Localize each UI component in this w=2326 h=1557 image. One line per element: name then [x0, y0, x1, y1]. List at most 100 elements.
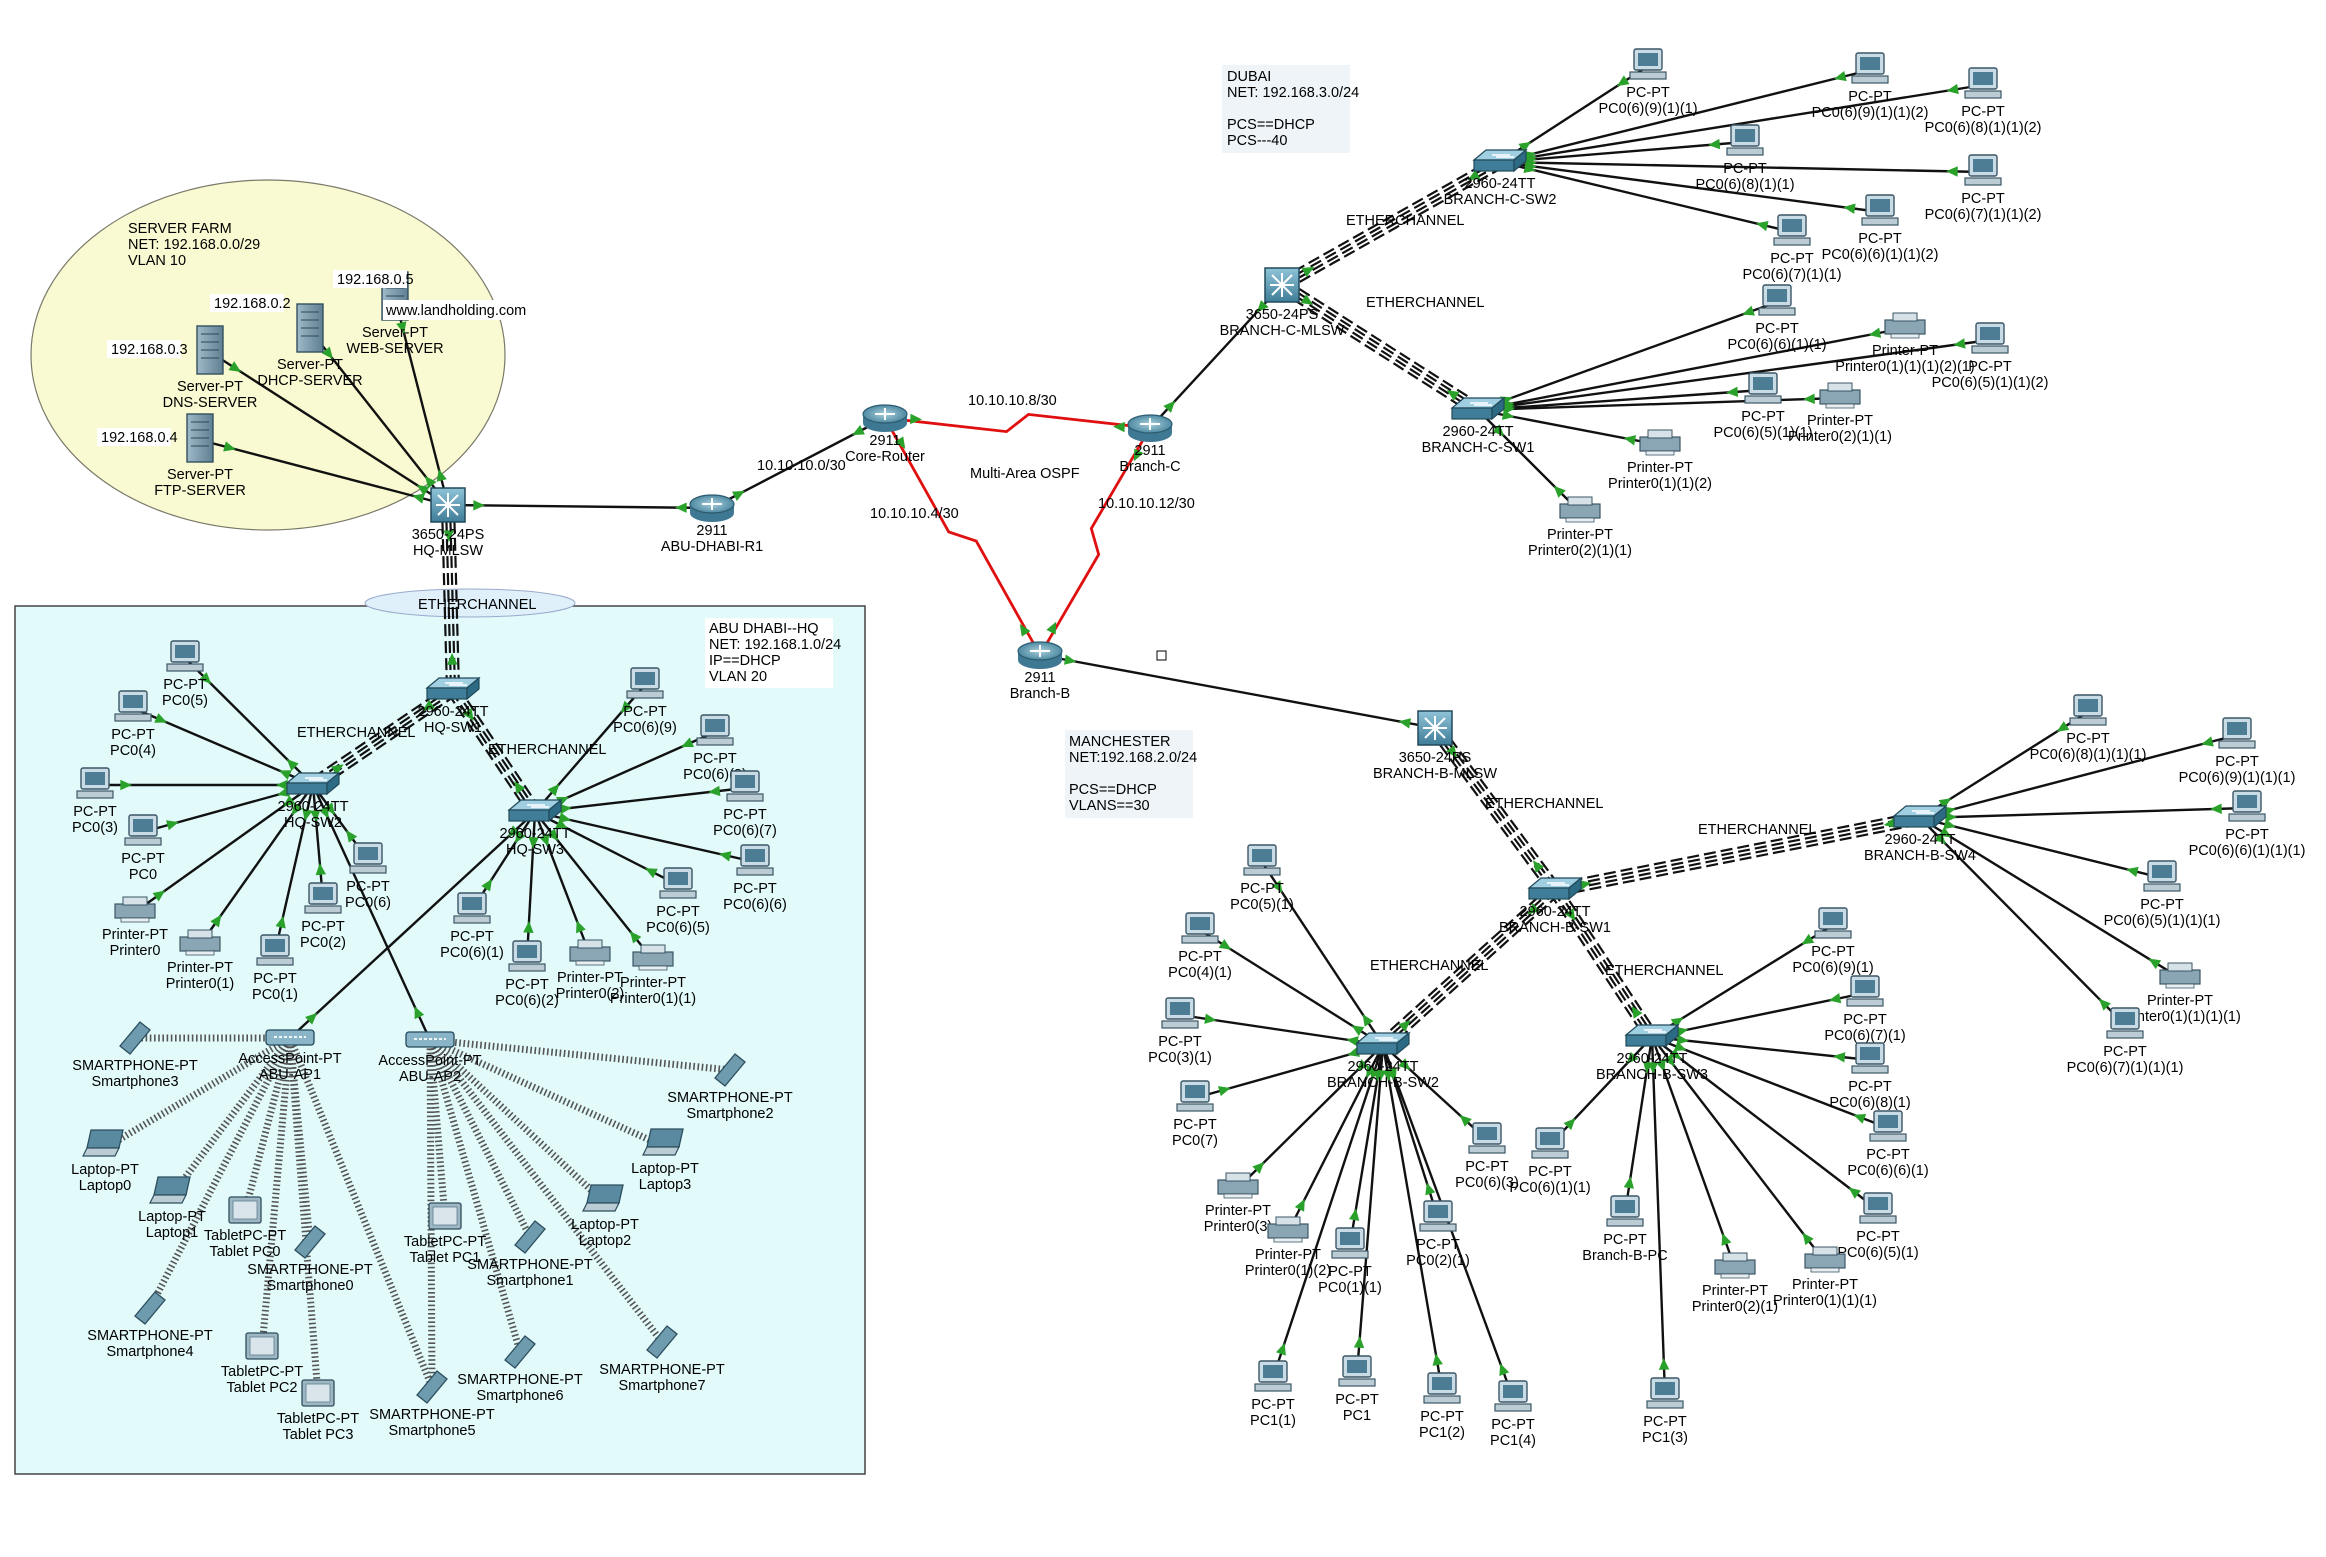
etherchannel-link[interactable]: [1278, 289, 1476, 416]
etherchannel-link[interactable]: [315, 694, 457, 791]
ethernet-link[interactable]: [289, 811, 536, 1039]
ethernet-link[interactable]: [199, 438, 449, 507]
ethernet-link[interactable]: [1919, 817, 2126, 1026]
etherchannel-link[interactable]: [453, 688, 538, 812]
ethernet-link[interactable]: [1651, 1036, 1879, 1211]
ethernet-link[interactable]: [1381, 1044, 1444, 1391]
ethernet-link[interactable]: [1499, 68, 1871, 164]
ethernet-link[interactable]: [1650, 1036, 1737, 1269]
etherchannel-link[interactable]: [1280, 159, 1500, 285]
etherchannel-link[interactable]: [1282, 282, 1480, 410]
ethernet-link[interactable]: [1477, 409, 1581, 513]
ethernet-link[interactable]: [1477, 300, 1778, 412]
ethernet-link[interactable]: [1477, 326, 1906, 412]
ethernet-link[interactable]: [1651, 1035, 1889, 1130]
etherchannel-link[interactable]: [1378, 884, 1552, 1042]
ethernet-link[interactable]: [1477, 338, 1991, 412]
ethernet-link[interactable]: [209, 350, 449, 507]
ethernet-link[interactable]: [534, 810, 756, 864]
serial-link[interactable]: [883, 417, 1042, 656]
ethernet-link[interactable]: [1499, 160, 1881, 214]
etherchannel-link[interactable]: [1549, 892, 1648, 1041]
ethernet-link[interactable]: [525, 811, 537, 959]
etherchannel-link[interactable]: [1282, 162, 1502, 288]
etherchannel-link[interactable]: [1284, 279, 1482, 406]
ethernet-link[interactable]: [1549, 1036, 1653, 1146]
ethernet-link[interactable]: [309, 329, 449, 506]
ethernet-link[interactable]: [1499, 160, 1984, 174]
ethernet-link[interactable]: [1499, 83, 1984, 164]
etherchannel-link[interactable]: [1278, 155, 1498, 281]
ethernet-link[interactable]: [1919, 806, 2248, 820]
etherchannel-link[interactable]: [450, 690, 535, 814]
etherchannel-link[interactable]: [1380, 887, 1555, 1045]
ethernet-link[interactable]: [1355, 1044, 1385, 1374]
etherchannel-link[interactable]: [309, 684, 451, 781]
